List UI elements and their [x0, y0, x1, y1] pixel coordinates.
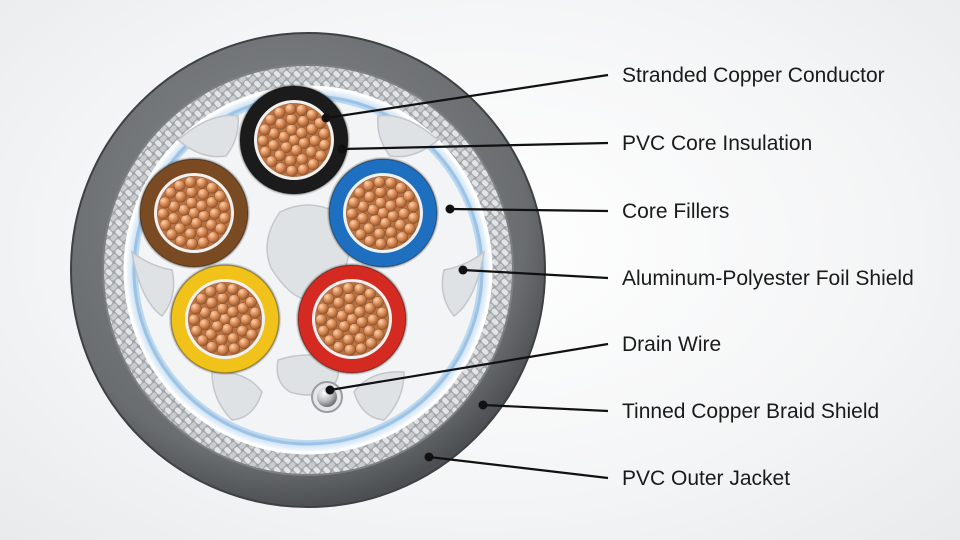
- leader-line-stranded-copper-conductor: [325, 73, 609, 120]
- leader-line-pvc-outer-jacket: [428, 455, 609, 480]
- leader-line-tinned-copper-braid-shield: [482, 403, 609, 413]
- core-brown: [138, 157, 250, 269]
- callout-leaders: [321, 73, 609, 480]
- leader-dot-core-fillers: [445, 204, 455, 214]
- leader-dot-pvc-outer-jacket: [424, 452, 434, 462]
- leader-line-core-fillers: [449, 207, 609, 213]
- leader-dot-stranded-copper-conductor: [321, 113, 331, 123]
- label-core-fillers: Core Fillers: [622, 200, 729, 223]
- label-stranded-copper-conductor: Stranded Copper Conductor: [622, 64, 885, 87]
- drain-wire: [311, 381, 343, 413]
- filler-left: [130, 250, 175, 318]
- leader-dot-aluminum-polyester-foil-shield: [458, 265, 468, 275]
- leader-dot-tinned-copper-braid-shield: [478, 400, 488, 410]
- label-tinned-copper-braid-shield: Tinned Copper Braid Shield: [622, 400, 879, 423]
- conductor-strands-red: [315, 282, 389, 356]
- label-drain-wire: Drain Wire: [622, 333, 721, 356]
- core-yellow: [169, 263, 281, 375]
- leader-dot-pvc-core-insulation: [337, 144, 347, 154]
- core-black: [238, 84, 350, 196]
- leader-line-pvc-core-insulation: [341, 141, 609, 151]
- cores-group: [138, 84, 439, 375]
- core-blue: [327, 157, 439, 269]
- label-aluminum-polyester-foil-shield: Aluminum-Polyester Foil Shield: [622, 267, 914, 290]
- conductor-strands-brown: [157, 176, 231, 250]
- leader-dot-drain-wire: [325, 385, 335, 395]
- leader-line-drain-wire: [329, 342, 609, 392]
- leader-line-aluminum-polyester-foil-shield: [462, 268, 609, 280]
- conductor-strands-yellow: [188, 282, 262, 356]
- label-pvc-core-insulation: PVC Core Insulation: [622, 132, 812, 155]
- filler-bottom-left: [211, 371, 263, 421]
- core-red: [296, 263, 408, 375]
- label-pvc-outer-jacket: PVC Outer Jacket: [622, 467, 790, 490]
- conductor-strands-black: [257, 103, 331, 177]
- conductor-strands-blue: [346, 176, 420, 250]
- filler-top-left: [176, 114, 239, 158]
- filler-right: [441, 250, 486, 318]
